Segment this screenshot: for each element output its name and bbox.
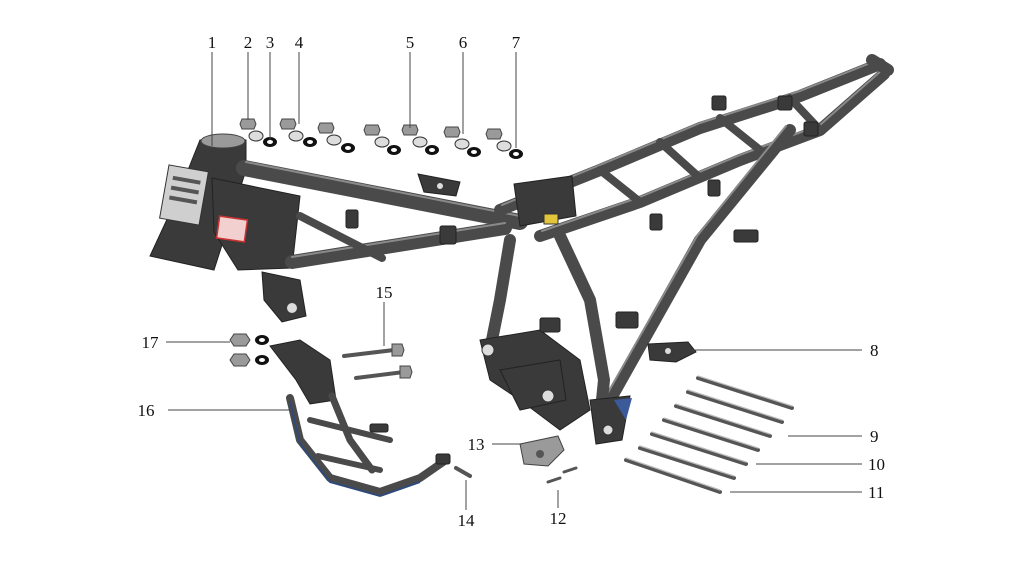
callout-1: 1 bbox=[208, 33, 217, 52]
callout-15: 15 bbox=[376, 283, 393, 302]
callout-4: 4 bbox=[295, 33, 304, 52]
callout-2: 2 bbox=[244, 33, 253, 52]
callout-16: 16 bbox=[138, 401, 155, 420]
screws-part-12 bbox=[546, 466, 578, 484]
callout-13: 13 bbox=[468, 435, 485, 454]
callout-10: 10 bbox=[868, 455, 885, 474]
long-bolts-9-11 bbox=[624, 375, 794, 494]
callout-8: 8 bbox=[870, 341, 879, 360]
guard-part-16 bbox=[269, 339, 451, 498]
hardware-kit-2-7 bbox=[239, 118, 523, 197]
bolts-part-15 bbox=[342, 343, 413, 380]
callout-17: 17 bbox=[142, 333, 160, 352]
callout-14: 14 bbox=[458, 511, 476, 530]
callout-11: 11 bbox=[868, 483, 884, 502]
main-frame bbox=[149, 54, 894, 445]
bracket-part-8 bbox=[647, 341, 697, 363]
callout-12: 12 bbox=[550, 509, 567, 528]
nut-washer-set bbox=[239, 118, 277, 147]
bolt-part-14 bbox=[454, 466, 472, 478]
callout-5: 5 bbox=[406, 33, 415, 52]
leader-lines bbox=[166, 52, 862, 510]
callout-3: 3 bbox=[266, 33, 275, 52]
nuts-part-17 bbox=[229, 333, 269, 367]
callout-6: 6 bbox=[459, 33, 468, 52]
bracket-part-13 bbox=[519, 435, 565, 467]
callout-7: 7 bbox=[512, 33, 521, 52]
callout-labels: 1 2 3 4 5 6 7 8 9 10 11 12 13 14 15 16 1… bbox=[138, 33, 886, 530]
callout-9: 9 bbox=[870, 427, 879, 446]
